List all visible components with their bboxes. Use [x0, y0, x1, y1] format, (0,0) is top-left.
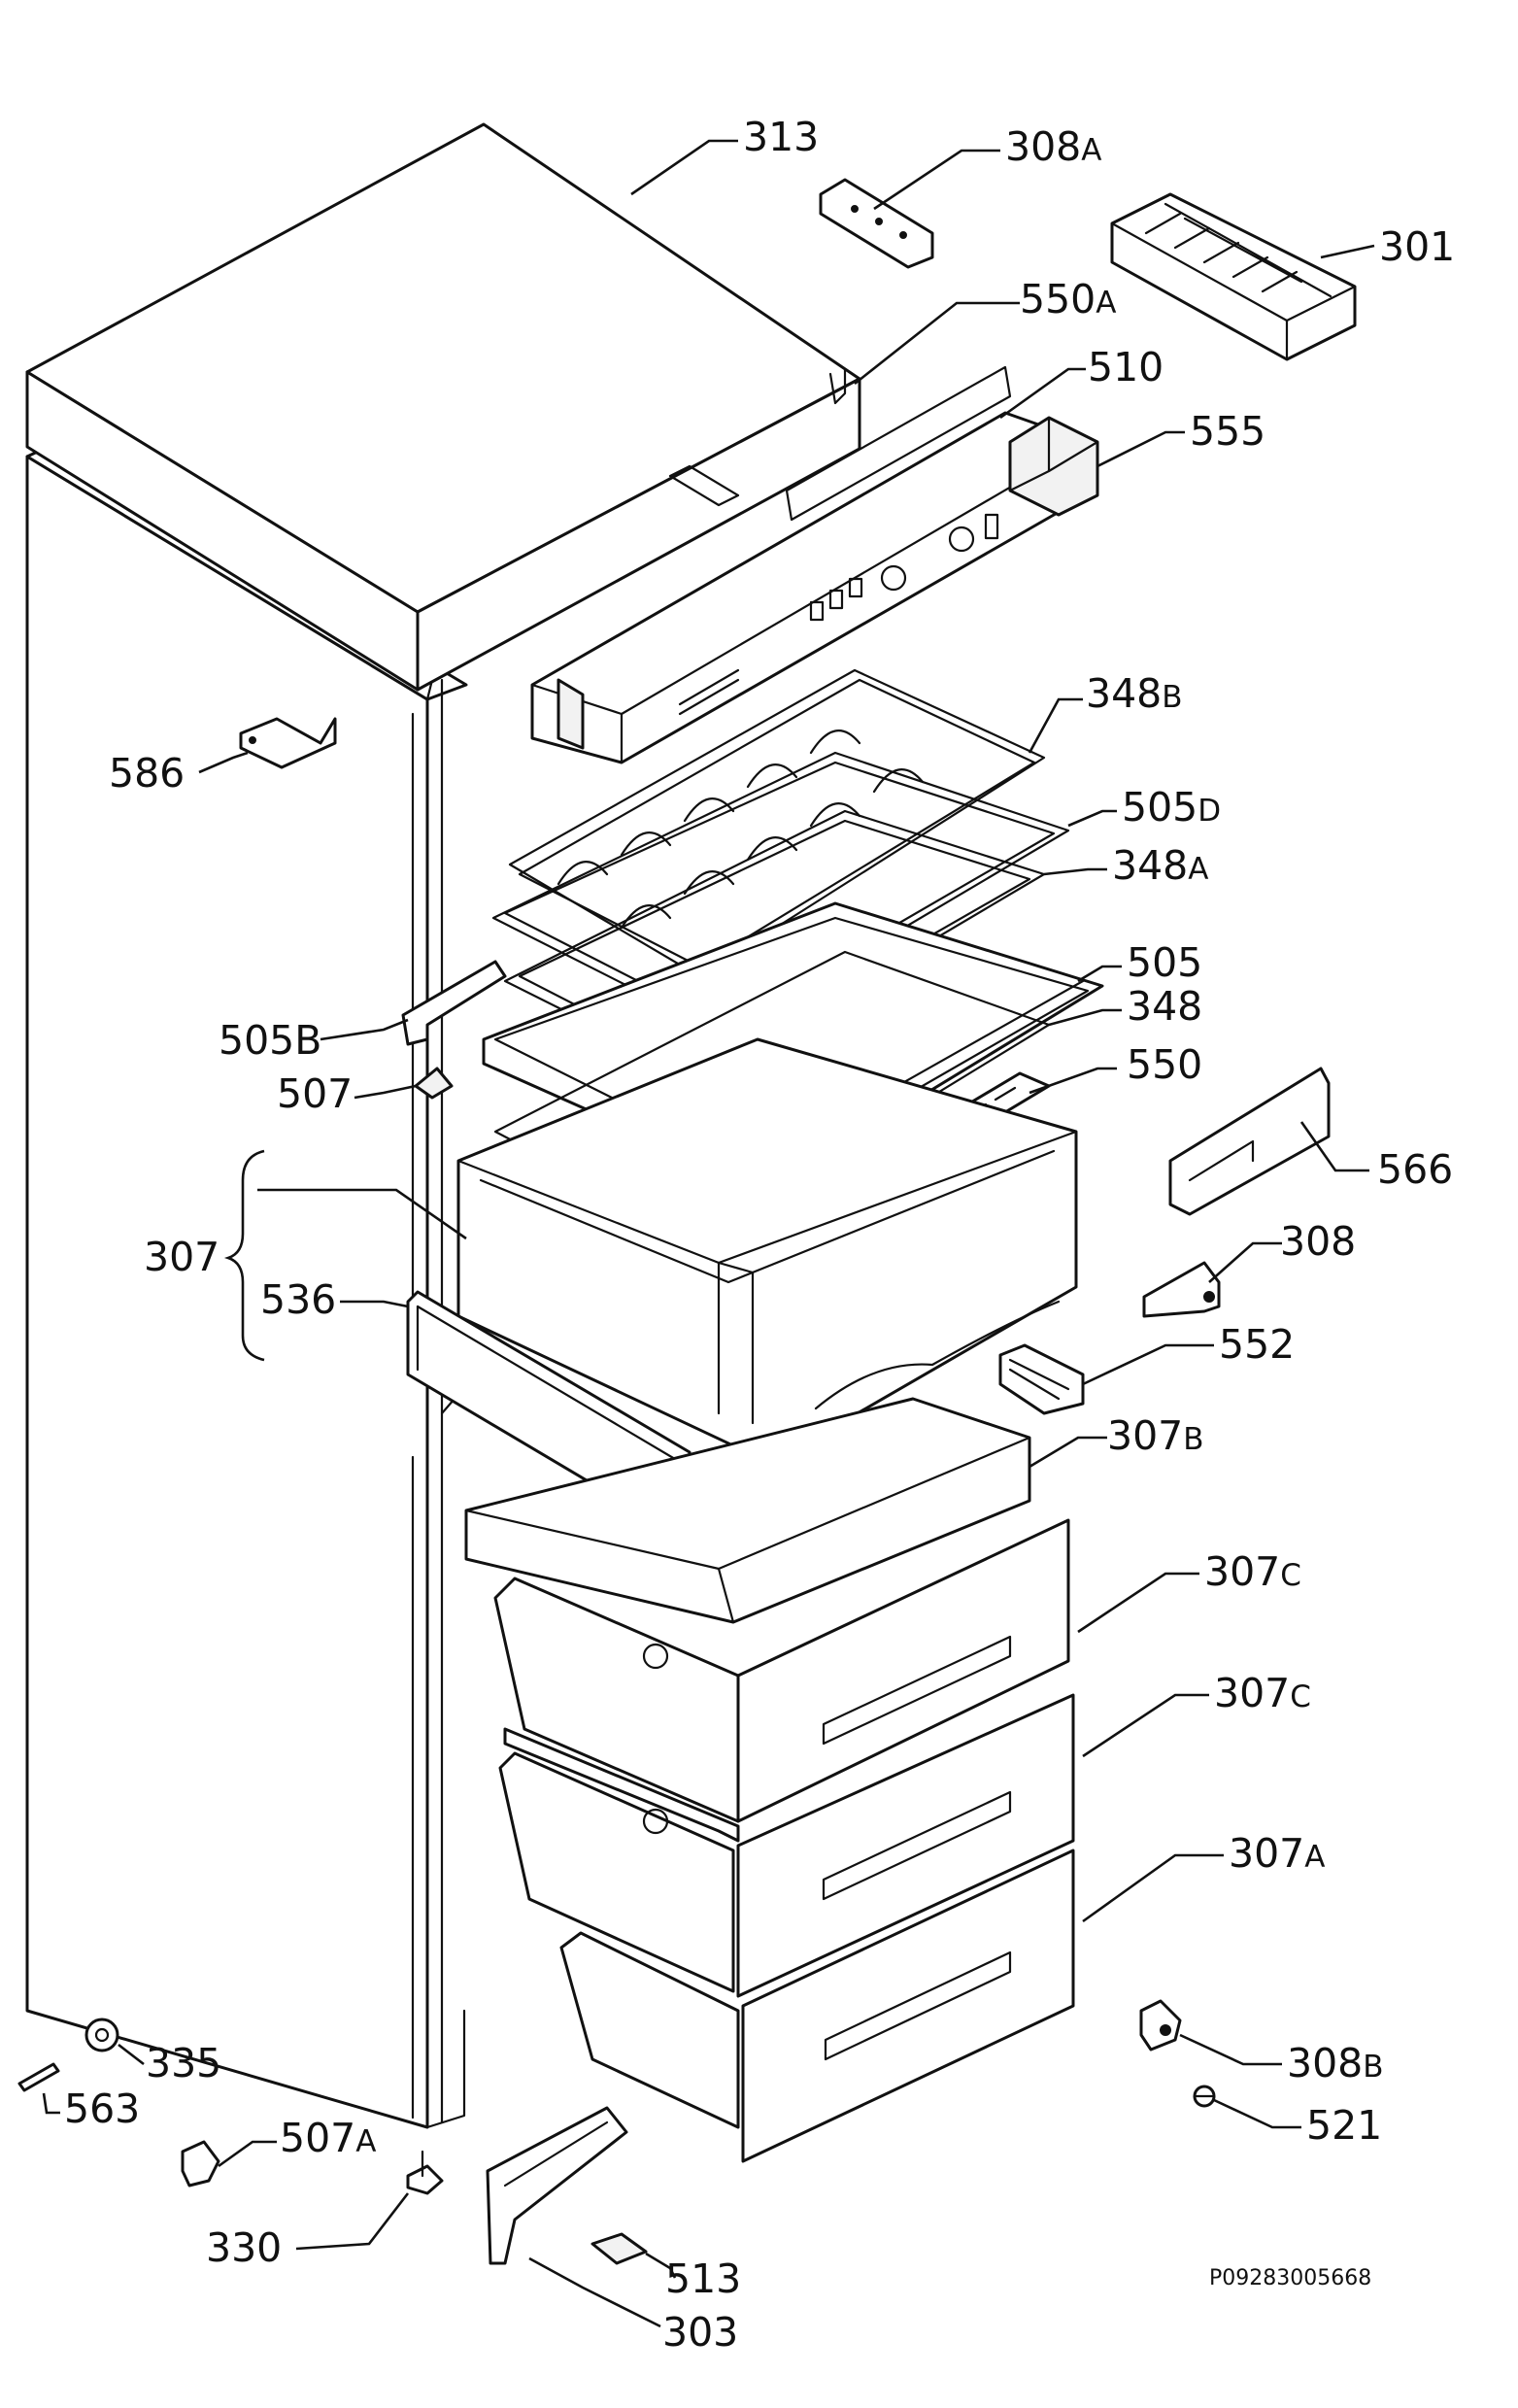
- label-507: 507: [277, 1070, 353, 1117]
- label-555: 555: [1190, 408, 1265, 455]
- part-labels: 313 308A 301 550A 510 555 348B 586 505D …: [64, 114, 1455, 2356]
- part-308A-hinge: [819, 178, 934, 269]
- cabinet-body: [25, 440, 468, 2129]
- part-307A-drawer-lower: [559, 1848, 1075, 2163]
- label-307B: 307B: [1107, 1412, 1204, 1459]
- label-550A: 550A: [1020, 276, 1116, 322]
- part-308-hinge: [1142, 1261, 1221, 1318]
- document-code: P09283005668: [1209, 2266, 1371, 2290]
- label-307: 307: [144, 1234, 219, 1280]
- label-301: 301: [1379, 223, 1455, 270]
- label-550: 550: [1127, 1041, 1202, 1088]
- label-563: 563: [64, 2086, 140, 2132]
- brace-307: [223, 1149, 265, 1362]
- part-521-screw: [1193, 2085, 1216, 2108]
- part-586-bracket: [239, 717, 337, 769]
- part-555-housing: [1008, 416, 1099, 517]
- label-348A: 348A: [1112, 842, 1208, 889]
- label-566: 566: [1377, 1146, 1453, 1193]
- part-301-ice-tray: [1110, 192, 1357, 361]
- label-313: 313: [743, 114, 819, 160]
- part-566-bracket: [1168, 1067, 1331, 1216]
- label-308B: 308B: [1287, 2040, 1384, 2086]
- part-307-drawer: [456, 1037, 1078, 1459]
- part-505B-clip: [401, 960, 507, 1046]
- part-308B-hinge: [1139, 1999, 1182, 2052]
- label-505: 505: [1127, 939, 1202, 986]
- part-507A-clip: [181, 2140, 220, 2188]
- label-308A: 308A: [1005, 123, 1101, 170]
- label-505D: 505D: [1122, 784, 1221, 831]
- label-507A: 507A: [280, 2115, 376, 2161]
- part-313-top-cover: [25, 122, 861, 692]
- label-536: 536: [260, 1276, 336, 1323]
- label-335: 335: [146, 2040, 221, 2086]
- part-303-grille: [486, 2106, 628, 2265]
- label-521: 521: [1306, 2102, 1382, 2149]
- label-307C-upper: 307C: [1204, 1548, 1301, 1595]
- label-510: 510: [1088, 344, 1164, 390]
- label-307A: 307A: [1229, 1830, 1325, 1877]
- label-307C-middle: 307C: [1214, 1670, 1311, 1716]
- part-348B-wine-rack: [508, 668, 1046, 978]
- part-507-stopper: [414, 1067, 454, 1100]
- part-552-rail: [998, 1343, 1085, 1415]
- part-330-foot: [406, 2150, 444, 2195]
- part-513-cover: [590, 2232, 648, 2265]
- label-505B: 505B: [219, 1017, 321, 1064]
- leader-lines: [42, 139, 1375, 2328]
- label-348: 348: [1127, 983, 1202, 1030]
- label-330: 330: [206, 2224, 282, 2271]
- label-303: 303: [662, 2309, 738, 2356]
- part-307C-drawer-upper: [493, 1518, 1070, 1843]
- label-348B: 348B: [1086, 670, 1183, 717]
- label-513: 513: [665, 2255, 741, 2302]
- part-307C-drawer-middle: [498, 1693, 1075, 1998]
- label-552: 552: [1219, 1321, 1295, 1368]
- label-586: 586: [109, 750, 185, 797]
- part-563-pin: [17, 2062, 60, 2092]
- part-307B-drawer-lid: [464, 1397, 1031, 1624]
- part-335-foot: [84, 2018, 119, 2052]
- label-308: 308: [1280, 1218, 1356, 1265]
